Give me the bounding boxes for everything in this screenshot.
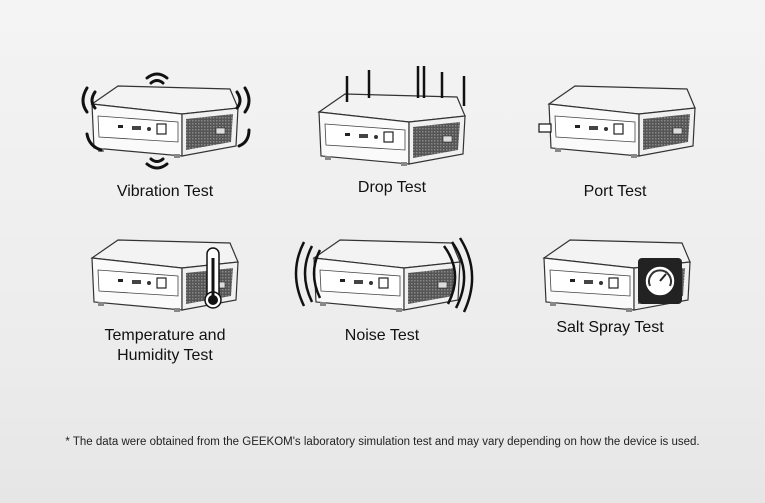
sound-wave-icon (294, 237, 474, 313)
test-label: Salt Spray Test (556, 319, 664, 336)
vibration-icon (81, 72, 251, 170)
test-temperature-humidity: Temperature and Humidity Test (55, 228, 275, 366)
test-label: Drop Test (357, 179, 427, 196)
test-label: Noise Test (344, 327, 420, 344)
test-label: Vibration Test (116, 183, 214, 200)
test-port: Port Test (505, 66, 725, 202)
test-salt-spray: Salt Spray Test (500, 228, 720, 338)
test-label: Port Test (583, 183, 647, 200)
drop-arrows-icon (318, 66, 466, 167)
gauge-icon (543, 239, 691, 313)
footnote: * The data were obtained from the GEEKOM… (65, 436, 700, 448)
test-drop: Drop Test (282, 62, 502, 198)
test-noise: Noise Test (272, 228, 492, 346)
usb-plug-icon (538, 85, 696, 159)
thermometer-icon (91, 239, 239, 313)
test-vibration: Vibration Test (55, 66, 275, 202)
test-label: Temperature and Humidity Test (104, 327, 226, 364)
